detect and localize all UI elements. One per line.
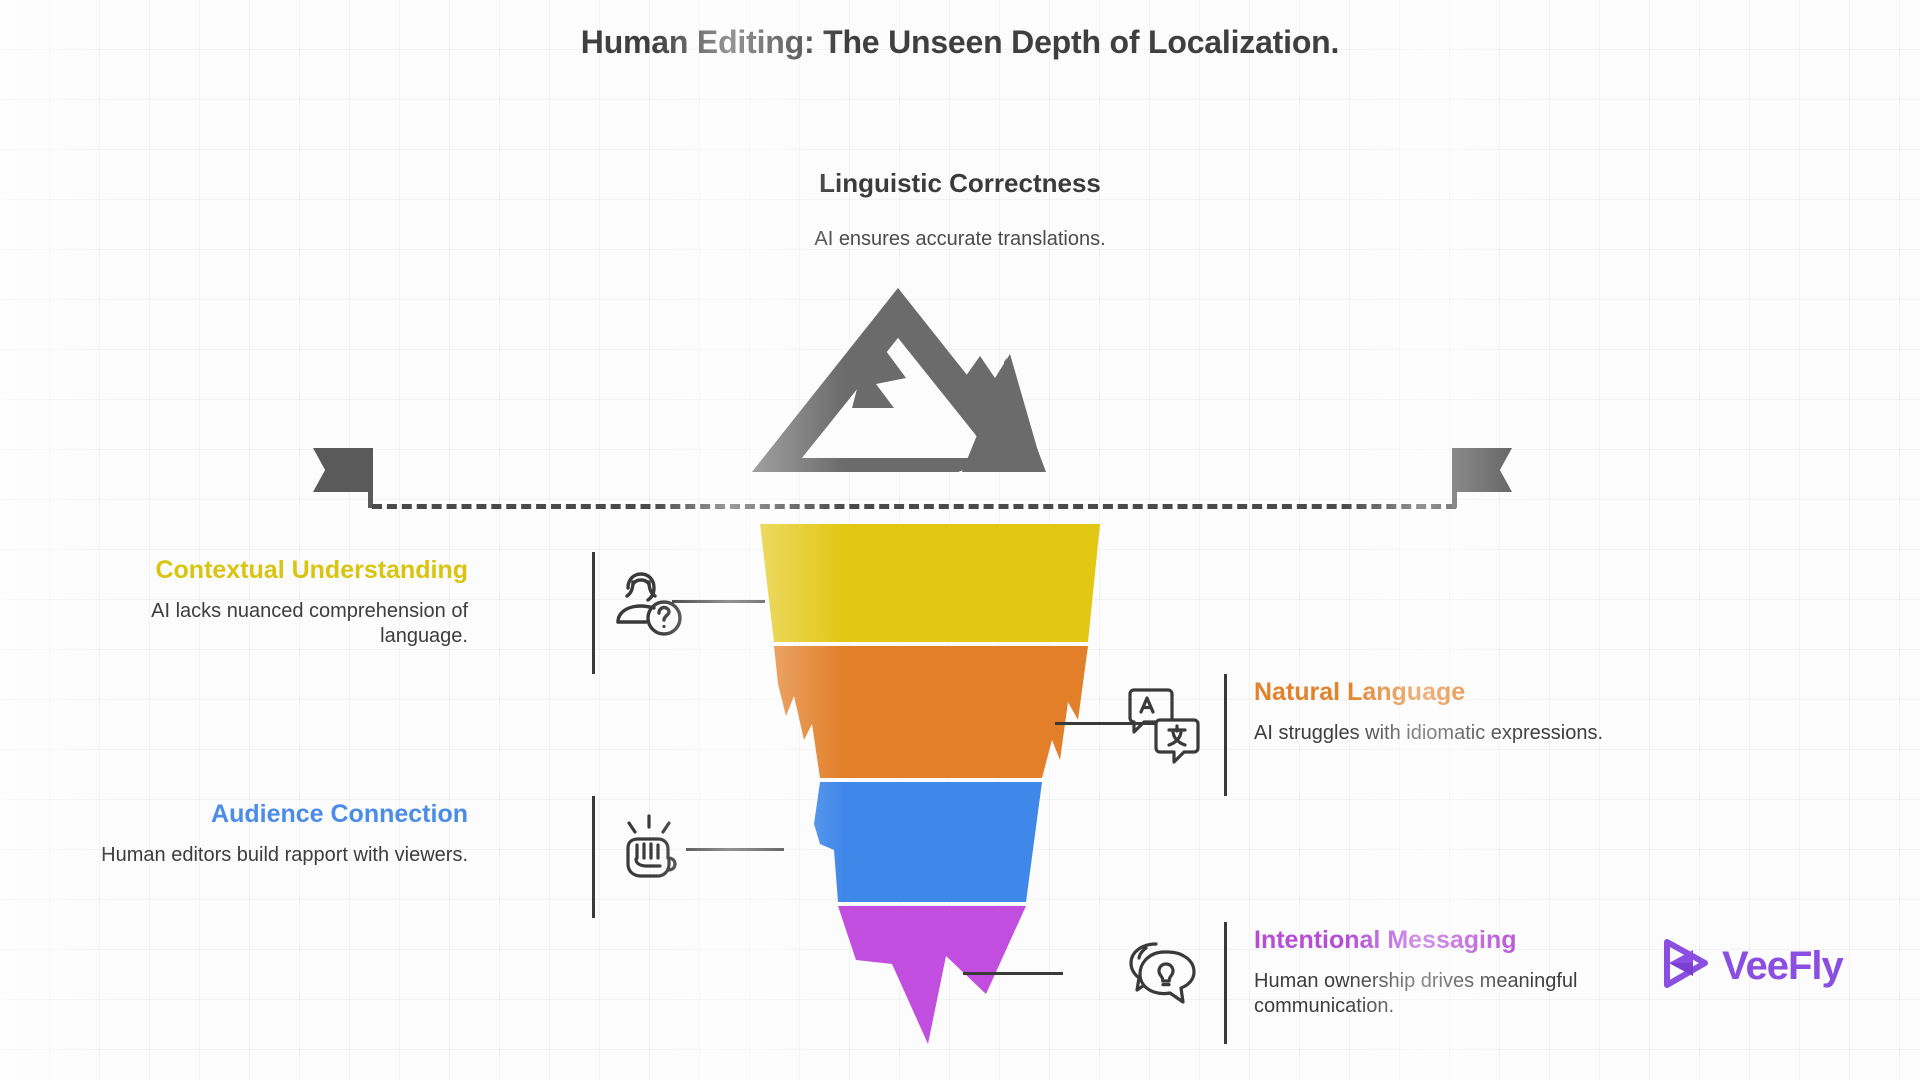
- stage-title-intentional: Intentional Messaging: [1254, 926, 1517, 954]
- divider-natural: [1224, 674, 1227, 796]
- stage-label-audience: Audience Connection Human editors build …: [68, 800, 468, 868]
- stage-label-natural: Natural Language AI struggles with idiom…: [1254, 678, 1654, 746]
- flag-icon-left: [313, 448, 368, 492]
- funnel-segment-yellow: [760, 524, 1100, 642]
- fist-bump-icon: [616, 812, 682, 887]
- page-title: Human Editing: The Unseen Depth of Local…: [580, 24, 1340, 60]
- stage-label-intentional: Intentional Messaging Human ownership dr…: [1254, 926, 1654, 1019]
- translate-icon: [1126, 686, 1202, 769]
- stage-title-natural: Natural Language: [1254, 678, 1466, 706]
- mountain-icon: [748, 282, 1048, 487]
- stage-description-contextual: AI lacks nuanced comprehension of langua…: [151, 600, 468, 648]
- flag-pole-right: [1452, 448, 1457, 508]
- flag-pole-left: [368, 448, 373, 508]
- person-question-icon: [614, 570, 684, 643]
- funnel-segment-orange: [774, 646, 1088, 778]
- veefly-logo-text: VeeFly: [1722, 944, 1844, 988]
- veefly-play-logo-icon: [1660, 938, 1712, 995]
- connector-line-contextual: [672, 600, 765, 603]
- funnel-diagram: [760, 524, 1100, 1044]
- divider-audience: [592, 796, 595, 918]
- stage-description-audience: Human editors build rapport with viewers…: [101, 844, 468, 866]
- stage-title-audience: Audience Connection: [211, 800, 468, 828]
- divider-intentional: [1224, 922, 1227, 1044]
- stage-title-contextual: Contextual Understanding: [155, 556, 468, 584]
- funnel-segment-purple: [838, 906, 1026, 1044]
- water-line-divider: [372, 504, 1456, 509]
- stage-description-linguistic: AI ensures accurate translations.: [814, 228, 1106, 250]
- stage-description-natural: AI struggles with idiomatic expressions.: [1254, 722, 1604, 744]
- stage-heading-linguistic: Linguistic Correctness: [819, 168, 1101, 198]
- connector-line-audience: [686, 848, 784, 851]
- funnel-segment-blue: [814, 782, 1042, 902]
- stage-description-intentional: Human ownership drives meaningful commun…: [1254, 970, 1578, 1018]
- divider-contextual: [592, 552, 595, 674]
- connector-line-intentional: [963, 972, 1063, 975]
- stage-label-contextual: Contextual Understanding AI lacks nuance…: [68, 556, 468, 649]
- idea-message-icon: [1126, 938, 1202, 1015]
- flag-icon-right: [1457, 448, 1512, 492]
- veefly-logo[interactable]: VeeFly: [1660, 938, 1844, 995]
